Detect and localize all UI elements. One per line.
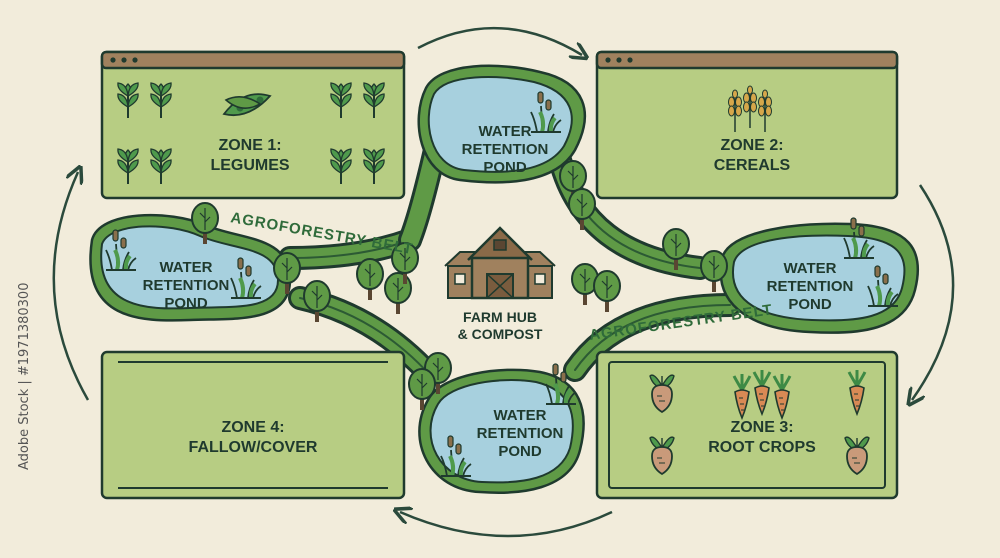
pond-right-line1: WATER bbox=[783, 260, 836, 277]
pond-bottom-line3: POND bbox=[498, 443, 542, 460]
pea-pod-icon bbox=[222, 93, 272, 117]
pond-right-line2: RETENTION bbox=[767, 278, 854, 295]
pond-right-line3: POND bbox=[788, 296, 832, 313]
stock-id-label: Adobe Stock | #1971380300 bbox=[17, 283, 32, 470]
pond-left-line3: POND bbox=[164, 295, 208, 312]
zone-2-title: ZONE 2: bbox=[720, 137, 783, 154]
farm-hub-title: FARM HUB bbox=[463, 309, 537, 325]
cycle-arrow-icon bbox=[52, 26, 955, 538]
zone-1-legumes-field: ZONE 1: LEGUMES bbox=[100, 50, 406, 200]
zone-3-root-crops-field: ZONE 3: ROOT CROPS bbox=[595, 350, 899, 500]
zone-2-crop: CEREALS bbox=[714, 157, 791, 174]
pond-top: WATER RETENTION POND bbox=[417, 64, 586, 184]
pond-bottom-line2: RETENTION bbox=[477, 425, 564, 442]
zone-2-cereals-field: ZONE 2: CEREALS bbox=[595, 50, 899, 200]
wheat-icon bbox=[727, 85, 773, 133]
pond-bottom-line1: WATER bbox=[493, 407, 546, 424]
pond-left-line1: WATER bbox=[159, 259, 212, 276]
zone-4-fallow-field: ZONE 4: FALLOW/COVER bbox=[100, 350, 406, 500]
pond-top-line1: WATER bbox=[478, 123, 531, 140]
pond-top-line3: POND bbox=[483, 159, 527, 176]
zone-1-title: ZONE 1: bbox=[218, 137, 281, 154]
pond-left-line2: RETENTION bbox=[143, 277, 230, 294]
pond-top-line2: RETENTION bbox=[462, 141, 549, 158]
farm-hub-subtitle: & COMPOST bbox=[458, 326, 543, 342]
pond-bottom: WATER RETENTION POND bbox=[418, 362, 585, 494]
zone-3-crop: ROOT CROPS bbox=[708, 439, 816, 456]
zone-3-title: ZONE 3: bbox=[730, 419, 793, 436]
pond-left: WATER RETENTION POND bbox=[89, 213, 292, 322]
pond-right: WATER RETENTION POND bbox=[719, 216, 920, 334]
barn-icon bbox=[444, 226, 556, 300]
zone-1-crop: LEGUMES bbox=[210, 157, 289, 174]
zone-4-title: ZONE 4: bbox=[221, 419, 284, 436]
zone-4-crop: FALLOW/COVER bbox=[189, 439, 318, 456]
